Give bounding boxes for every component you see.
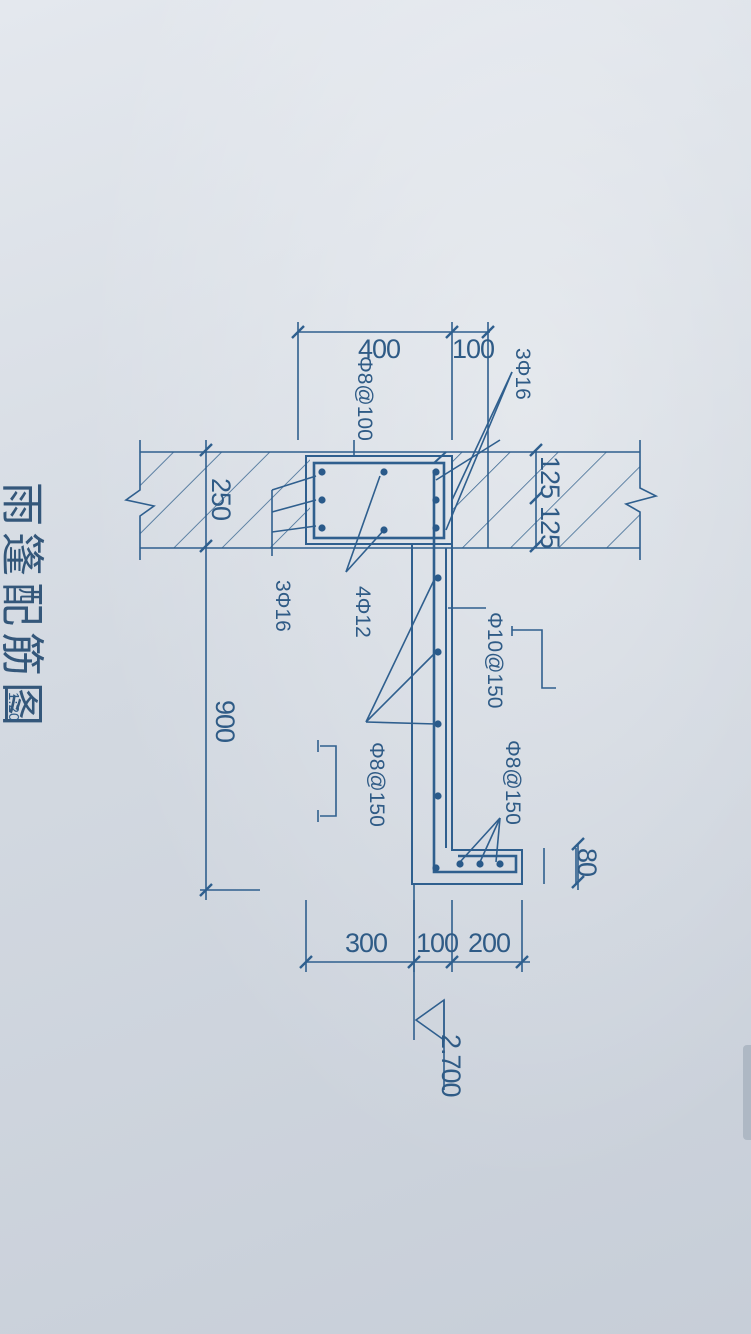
label-top-bars: 3Φ16 <box>511 348 534 400</box>
beam-stirrup <box>312 461 446 540</box>
wall-hatch-left <box>140 452 310 548</box>
dim-canopy-length: 900 <box>210 700 240 743</box>
wall-hatch-right <box>452 452 640 548</box>
label-canopy-dist-2: Φ8@150 <box>501 740 524 825</box>
leader-phi8-150-left <box>365 575 437 723</box>
dim-300: 300 <box>345 928 388 958</box>
dim-end-thickness: 80 <box>572 848 602 877</box>
dim-wall-offset: 100 <box>452 334 495 364</box>
dim-slab-top: 125 <box>535 456 565 499</box>
dim-200: 200 <box>468 928 511 958</box>
break-line-right <box>623 440 659 560</box>
drawing-scale: 1:20 <box>5 692 22 722</box>
beam-outline <box>305 455 453 545</box>
label-bottom-bars: 3Φ16 <box>271 580 294 632</box>
leader-phi8-150-right <box>459 817 501 863</box>
label-canopy-dist-1: Φ8@150 <box>365 742 388 827</box>
bar-shape-icon-1 <box>512 629 556 689</box>
label-side-bars: 4Φ12 <box>351 586 374 638</box>
dim-beam-depth: 250 <box>206 478 236 521</box>
break-line-left <box>124 440 156 560</box>
dim-beam-width: 400 <box>358 334 401 364</box>
label-canopy-main: Φ10@150 <box>483 612 506 709</box>
leader-4phi12 <box>345 475 381 573</box>
dim-slab-bottom: 125 <box>535 506 565 549</box>
dim-100: 100 <box>416 928 459 958</box>
leader-3phi16-top <box>451 371 513 501</box>
stirrup-hook <box>433 451 447 464</box>
elevation-label: 2.700 <box>436 1034 466 1097</box>
canopy-outline <box>411 544 523 885</box>
label-beam-stirrups: Φ8@100 <box>353 356 376 441</box>
page-edge <box>743 1045 751 1140</box>
bar-shape-icon-2 <box>320 745 337 817</box>
